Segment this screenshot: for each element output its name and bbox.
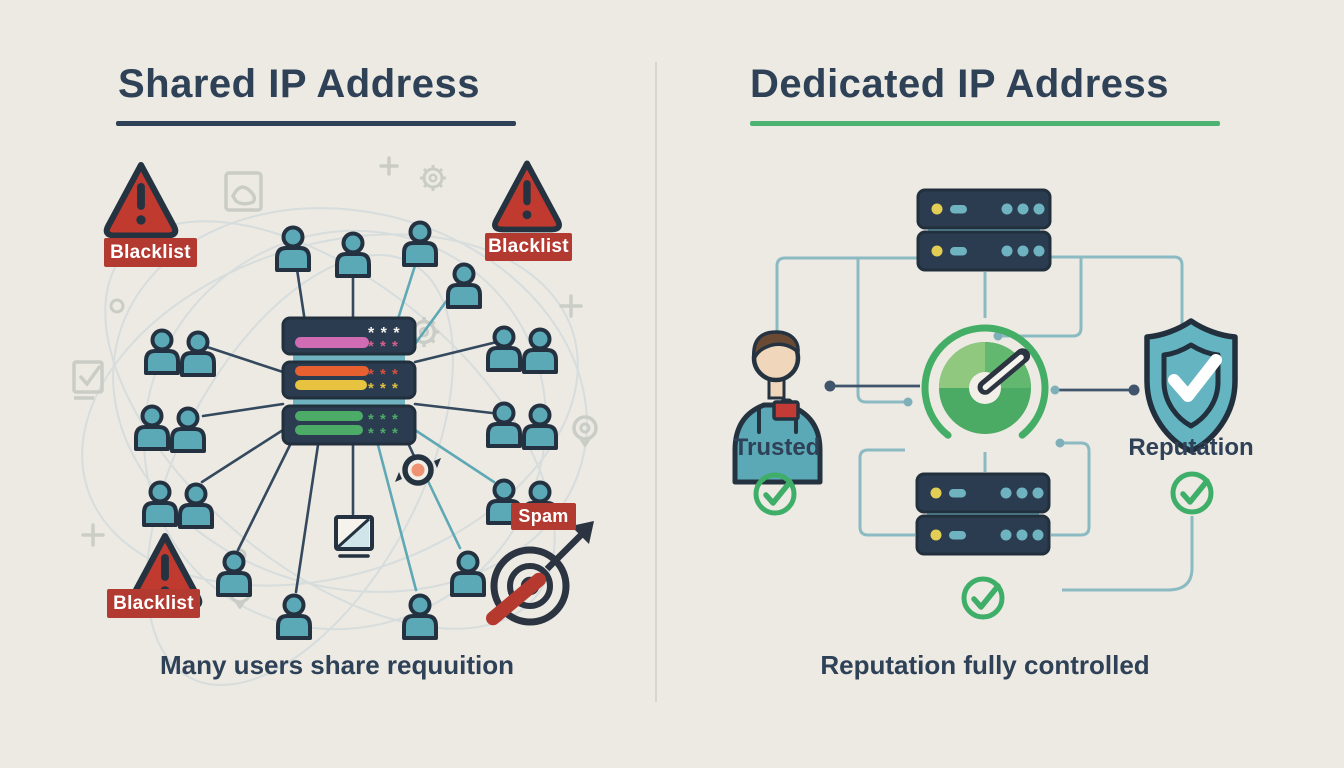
blacklist-badge-bottom-left: Blacklist [107,589,200,618]
refresh-icon [395,454,441,486]
svg-text:* * *: * * * [368,325,401,342]
reputation-label: Reputation [1128,434,1254,461]
shared-server-icon: * * * * * * * * * * * * * * * * * * [281,316,417,446]
svg-text:* * *: * * * [368,425,399,442]
dedicated-link-lines [824,380,1140,396]
blacklist-badge-top-left: Blacklist [104,238,197,267]
left-title-underline [116,121,516,126]
blacklist-badge-top-right: Blacklist [485,233,572,261]
person-icon [732,330,823,485]
right-panel-caption: Reputation fully controlled [820,650,1150,680]
target-icon [486,521,594,626]
dedicated-connector-lines [775,255,1194,592]
spam-badge: Spam [511,503,576,530]
dedicated-server-top-icon [916,188,1052,272]
dedicated-server-bottom-icon [915,472,1051,556]
left-panel-caption: Many users share requuition [160,650,514,680]
left-panel-title: Shared IP Address [118,62,480,106]
svg-text:* * *: * * * [368,366,399,383]
svg-text:* * *: * * * [368,380,399,397]
monitor-icon [334,515,374,558]
right-title-underline [750,121,1220,126]
svg-text:* * *: * * * [368,338,399,355]
panel-divider [655,62,657,702]
right-panel-title: Dedicated IP Address [750,62,1170,106]
shield-check-icon [1144,318,1238,454]
trusted-label: Trusted [733,434,821,461]
gauge-icon [921,324,1049,452]
svg-text:* * *: * * * [368,411,399,428]
